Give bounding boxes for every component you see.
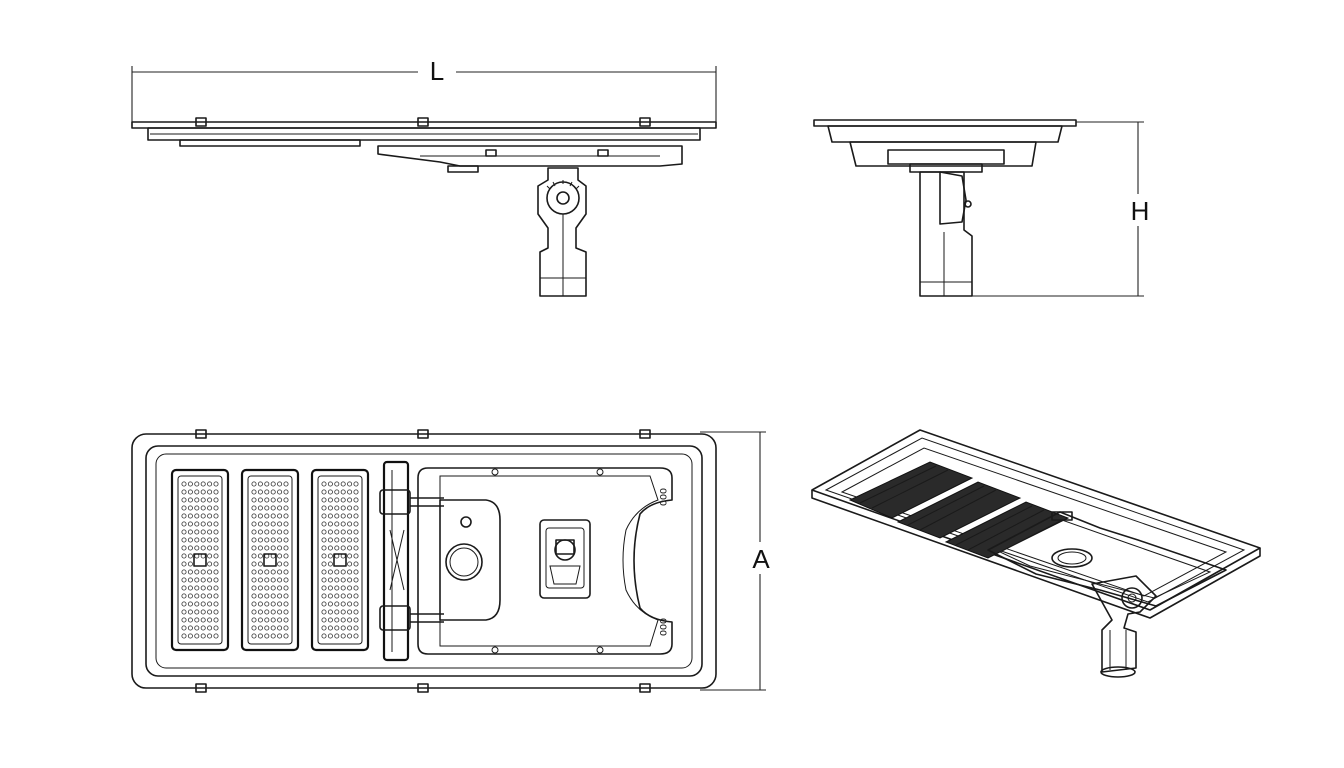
- dimension-height: H: [972, 121, 1150, 297]
- svg-text:OOO: OOO: [656, 488, 667, 506]
- dimension-length: L: [131, 56, 717, 126]
- svg-text:OOO: OOO: [656, 618, 667, 636]
- led-module: [170, 468, 230, 652]
- width-label: A: [752, 544, 770, 574]
- led-module: [310, 468, 370, 652]
- isometric-view: [811, 429, 1261, 678]
- led-modules: [170, 468, 370, 652]
- led-module: [240, 468, 300, 652]
- dimension-width: A: [700, 431, 770, 691]
- height-label: H: [1131, 196, 1150, 226]
- length-label: L: [430, 56, 444, 86]
- front-view: L: [131, 56, 717, 297]
- side-view: H: [813, 119, 1150, 297]
- bottom-view: OOO OOO A: [131, 429, 770, 693]
